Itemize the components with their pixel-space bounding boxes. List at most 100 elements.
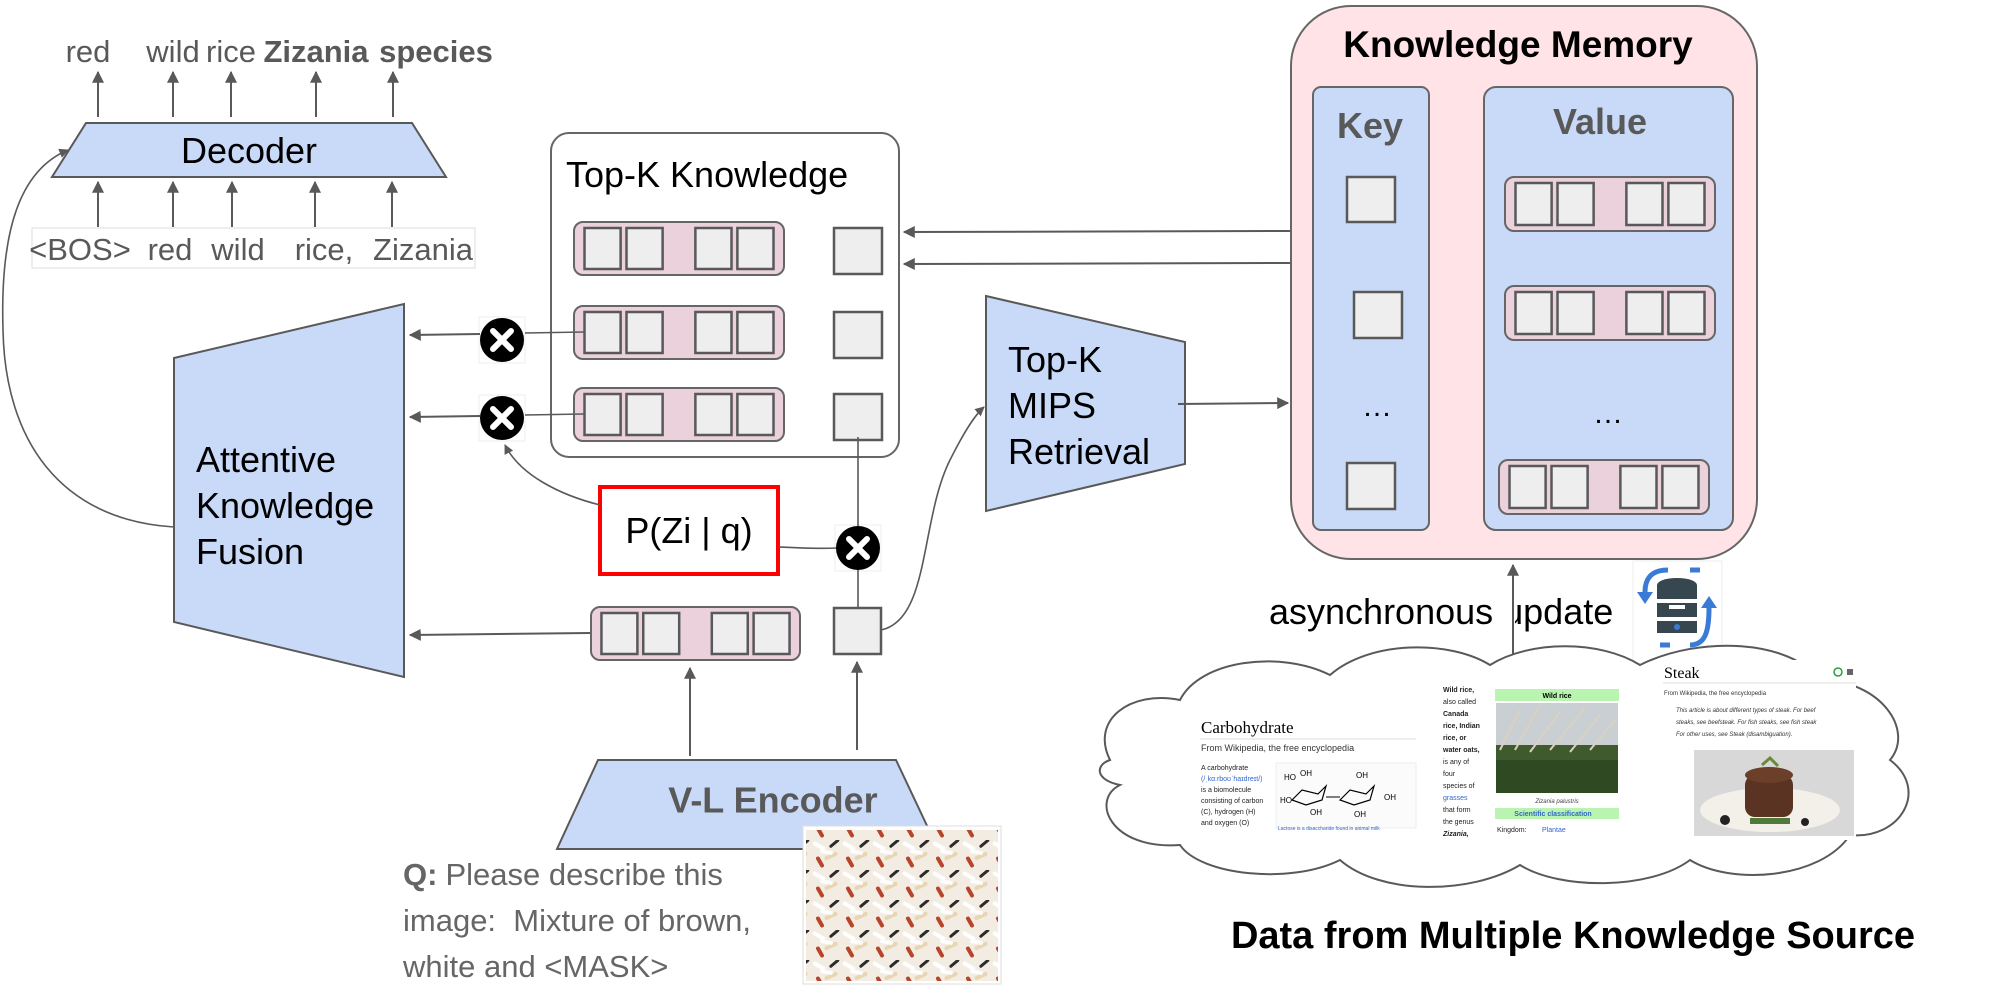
- wildrice-line: Zizania,: [1442, 831, 1469, 838]
- embedding-cell: [625, 392, 664, 437]
- wildrice-photo-caption: Zizania palustris: [1534, 799, 1578, 805]
- topk-knowledge-box: Top-K Knowledge: [550, 132, 900, 458]
- wildrice-line: that form: [1443, 807, 1471, 814]
- wiki-card-steak: Steak From Wikipedia, the free encyclope…: [1661, 660, 1856, 840]
- steak-note: For other uses, see Steak (disambiguatio…: [1676, 732, 1792, 738]
- fusion-to-decoder-arrow: [1, 148, 175, 528]
- svg-text:HO: HO: [1284, 773, 1296, 782]
- value-label: Value: [1553, 101, 1647, 142]
- wildrice-line: rice, Indian: [1443, 723, 1480, 730]
- topk-key-cell: [832, 310, 884, 360]
- wildrice-photo: [1496, 703, 1618, 793]
- embedding-cell: [736, 310, 775, 355]
- fusion-label-line3: Fusion: [196, 531, 304, 572]
- embedding-cell: [710, 611, 750, 656]
- wildrice-line: is any of: [1443, 759, 1469, 766]
- attentive-fusion-block: Attentive Knowledge Fusion: [173, 302, 405, 679]
- key-cell: [1345, 461, 1397, 511]
- featured-icon: [1833, 667, 1843, 677]
- question-line1: Q:Please describe this: [403, 857, 723, 892]
- decoder-block: Decoder: [50, 122, 448, 178]
- carb-caption: Lactose is a disaccharide found in anima…: [1278, 826, 1380, 832]
- classification-label: Scientific classification: [1514, 811, 1591, 818]
- topk-value-row: [573, 221, 785, 276]
- wildrice-line: grasses: [1443, 795, 1468, 802]
- prob-connector: [778, 546, 837, 550]
- fusion-label-line2: Knowledge: [196, 485, 374, 526]
- question-prefix: Q:: [403, 857, 437, 892]
- query-to-fusion-arrow: [408, 628, 591, 641]
- embedding-cell: [694, 392, 733, 437]
- kingdom-value: Plantae: [1542, 827, 1566, 834]
- probability-box: P(Zi | q): [598, 485, 780, 576]
- to-fusion-arrow: [408, 328, 481, 341]
- value-ellipsis: …: [1593, 397, 1623, 430]
- memory-value-row: [1504, 176, 1716, 232]
- svg-text:OH: OH: [1354, 810, 1366, 819]
- connector: [524, 331, 585, 334]
- svg-text:OH: OH: [1300, 769, 1312, 778]
- to-fusion-arrow: [408, 410, 481, 423]
- wildrice-line: four: [1443, 771, 1456, 778]
- lactose-structure-diagram: HO OH OH HO OH OH OH Lactose is a disacc…: [1275, 762, 1417, 832]
- topk-title: Top-K Knowledge: [566, 154, 848, 195]
- svg-text:OH: OH: [1310, 808, 1322, 817]
- carb-title: Carbohydrate: [1201, 718, 1294, 737]
- embedding-cell: [694, 226, 733, 271]
- embedding-cell: [1619, 464, 1658, 510]
- embedding-cell: [1667, 290, 1706, 336]
- svg-text:OH: OH: [1356, 771, 1368, 780]
- topk-key-cell: [832, 392, 884, 442]
- lock-icon: [1847, 669, 1853, 675]
- multiply-circle-icon: [478, 316, 526, 364]
- output-token: red: [66, 34, 111, 69]
- mips-retrieval-block: Top-K MIPS Retrieval: [985, 294, 1186, 513]
- input-token-box: [31, 227, 476, 269]
- question-line2: image: Mixture of brown,: [403, 903, 751, 938]
- decoder-shape: [50, 122, 448, 178]
- wildrice-line: rice, or: [1443, 735, 1467, 742]
- wildrice-text: Wild rice, also called Canada rice, Indi…: [1442, 687, 1480, 838]
- output-token: rice: [206, 34, 256, 69]
- probability-label: P(Zi | q): [625, 510, 752, 551]
- embedding-cell: [752, 611, 791, 656]
- steak-note: This article is about different types of…: [1676, 708, 1817, 714]
- memory-value-row: [1498, 459, 1710, 515]
- key-cell: [1352, 290, 1404, 340]
- query-to-mips-arrow: [880, 406, 985, 631]
- wiki-card-carbohydrate: Carbohydrate From Wikipedia, the free en…: [1198, 712, 1417, 832]
- embedding-cell: [1556, 290, 1595, 336]
- embedding-cell: [583, 226, 622, 271]
- steak-title: Steak: [1664, 665, 1700, 682]
- question-text: Q:Please describe this image: Mixture of…: [402, 857, 751, 984]
- decoder-inputs: <BOS> red wild rice, Zizania: [29, 180, 476, 269]
- carb-subtitle: From Wikipedia, the free encyclopedia: [1201, 743, 1354, 753]
- embedding-cell: [625, 226, 664, 271]
- wildrice-line: Wild rice,: [1443, 687, 1474, 694]
- query-embedding: [590, 606, 883, 661]
- memory-to-topk-arrow: [902, 257, 1292, 270]
- topk-key-cell: [832, 226, 884, 276]
- embedding-cell: [1556, 181, 1595, 227]
- embedding-cell: [1625, 290, 1664, 336]
- svg-text:HO: HO: [1280, 796, 1292, 805]
- topk-value-row: [573, 305, 785, 360]
- carb-line: is a biomolecule: [1201, 787, 1251, 794]
- mips-to-memory-arrow: [1177, 397, 1290, 410]
- key-label: Key: [1337, 105, 1403, 146]
- topk-value-row: [573, 387, 785, 442]
- memory-value-row: [1504, 285, 1716, 341]
- prob-to-multiply-arrow: [504, 444, 601, 506]
- embedding-cell: [1667, 181, 1706, 227]
- mips-label-line1: Top-K: [1008, 339, 1102, 380]
- knowledge-source-cloud: Carbohydrate From Wikipedia, the free en…: [1098, 644, 1910, 888]
- multiply-circle-icon: [478, 394, 526, 442]
- key-cell: [1345, 175, 1397, 224]
- wiki-card-wildrice: Wild rice, also called Canada rice, Indi…: [1440, 684, 1622, 839]
- decoder-outputs: red wild rice Zizania species: [66, 34, 493, 117]
- rice-image: [802, 825, 1002, 985]
- connector: [524, 413, 585, 416]
- steak-subtitle: From Wikipedia, the free encyclopedia: [1664, 691, 1767, 697]
- steak-note: steaks, see beefsteak. For fish steaks, …: [1676, 720, 1817, 726]
